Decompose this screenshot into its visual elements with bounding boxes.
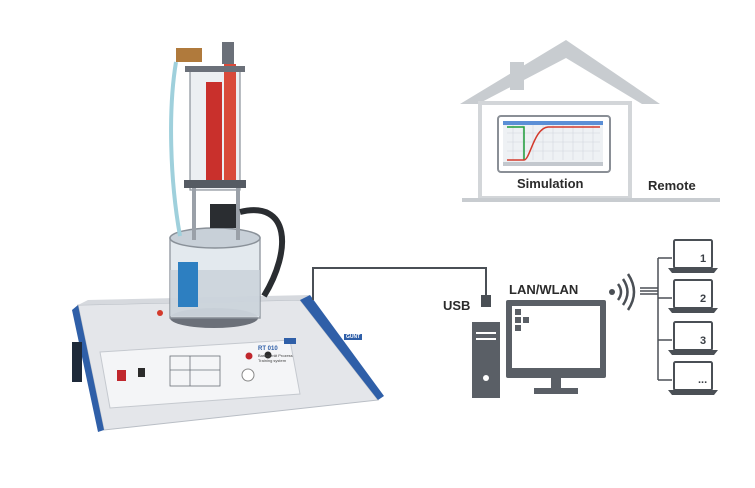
training-device <box>72 42 384 432</box>
usb-label: USB <box>443 298 471 313</box>
laptop-number-more: ... <box>698 374 708 386</box>
lan-wlan-label: LAN/WLAN <box>509 282 579 297</box>
device-panel-text-1: Basiagerät Prozess <box>258 353 293 358</box>
laptop-icon <box>668 239 718 273</box>
laptop-number-3: 3 <box>700 335 707 347</box>
remote-label: Remote <box>648 178 696 193</box>
simulation-label: Simulation <box>517 176 584 191</box>
laptop-number-1: 1 <box>700 253 707 265</box>
laptop-icon <box>668 361 718 395</box>
gunt-logo: GUNT <box>344 334 363 340</box>
usb-cable <box>312 267 491 307</box>
desktop-computer-icon <box>472 300 606 398</box>
laptop-icon <box>668 279 718 313</box>
laptop-number-2: 2 <box>700 293 707 305</box>
network-lines <box>640 257 672 381</box>
wireless-signal-icon <box>609 273 636 311</box>
device-panel-text-2: Training system <box>258 358 287 363</box>
house-icon <box>460 40 720 202</box>
device-model-label: RT 010 <box>258 346 278 352</box>
laptop-icon <box>668 321 718 355</box>
simulation-screen <box>497 115 611 173</box>
usb-plug-icon <box>481 295 491 307</box>
